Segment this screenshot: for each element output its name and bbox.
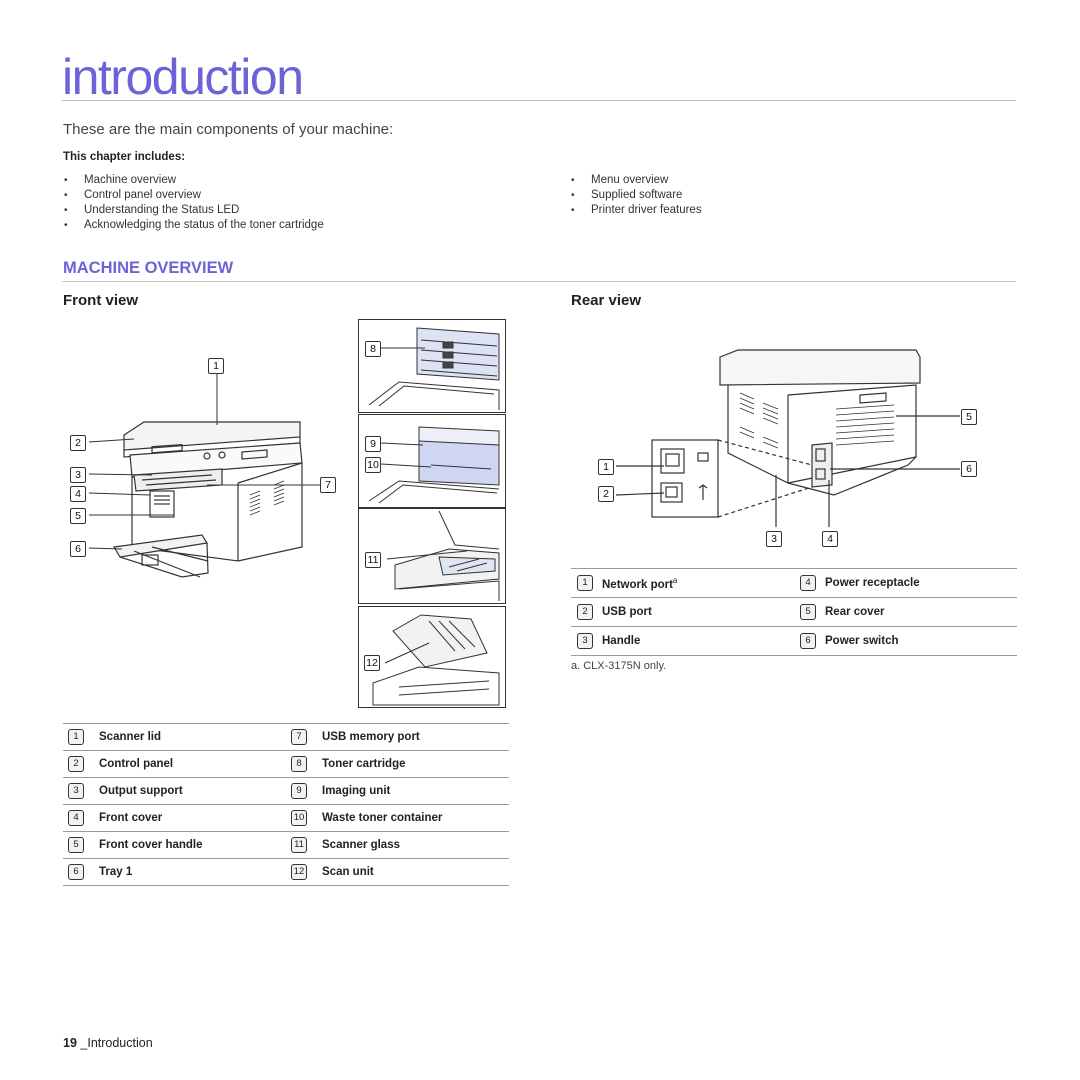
table-row: 3 Output support 9 Imaging unit — [63, 777, 509, 805]
table-row: 1 Network porta 4 Power receptacle — [571, 568, 1017, 598]
section-divider — [62, 281, 1016, 282]
part-number: 3 — [577, 633, 593, 649]
toc-list-left: Machine overview Control panel overview … — [63, 173, 324, 233]
section-title: MACHINE OVERVIEW — [63, 259, 234, 277]
toner-cartridge-illustration — [368, 327, 500, 410]
part-number: 1 — [577, 575, 593, 591]
part-number: 6 — [68, 864, 84, 880]
toc-item[interactable]: Understanding the Status LED — [63, 203, 324, 218]
rear-view-illustration — [615, 349, 960, 527]
footnote-marker: a — [672, 575, 678, 585]
front-view-heading: Front view — [63, 292, 139, 309]
callout-badge: 2 — [598, 486, 614, 502]
part-label: Scanner lid — [99, 723, 286, 751]
callout-badge: 12 — [364, 655, 380, 671]
part-number: 5 — [800, 604, 816, 620]
part-label: Power receptacle — [825, 577, 920, 589]
scanner-glass-panel: 11 — [358, 508, 506, 604]
part-label: USB port — [602, 606, 652, 618]
toc-item[interactable]: Menu overview — [570, 173, 702, 188]
table-row: 2 Control panel 8 Toner cartridge — [63, 750, 509, 778]
part-label: Toner cartridge — [322, 750, 509, 778]
scan-unit-illustration — [372, 614, 500, 706]
part-label: Control panel — [99, 750, 286, 778]
table-row: 4 Front cover 10 Waste toner container — [63, 804, 509, 832]
part-number: 12 — [291, 864, 307, 880]
part-number: 3 — [68, 783, 84, 799]
page-title: introduction — [62, 49, 304, 105]
part-number: 9 — [291, 783, 307, 799]
toc-item[interactable]: Supplied software — [570, 188, 702, 203]
callout-badge: 1 — [208, 358, 224, 374]
part-label: Network port — [602, 578, 673, 591]
scan-unit-panel: 12 — [358, 606, 506, 708]
part-number: 8 — [291, 756, 307, 772]
part-number: 7 — [291, 729, 307, 745]
rear-view-heading: Rear view — [571, 292, 642, 309]
part-label: Scanner glass — [322, 831, 509, 859]
part-number: 4 — [68, 810, 84, 826]
toc-item[interactable]: Printer driver features — [570, 203, 702, 218]
callout-badge: 2 — [70, 435, 86, 451]
callout-badge: 7 — [320, 477, 336, 493]
part-label: Imaging unit — [322, 777, 509, 805]
part-label: Rear cover — [825, 606, 885, 618]
part-number: 2 — [68, 756, 84, 772]
footer-section: _Introduction — [80, 1036, 153, 1050]
chapter-includes-label: This chapter includes: — [63, 151, 186, 163]
scanner-glass-illustration — [386, 510, 500, 601]
part-number: 5 — [68, 837, 84, 853]
part-number: 6 — [800, 633, 816, 649]
toc-item[interactable]: Acknowledging the status of the toner ca… — [63, 218, 324, 233]
front-parts-table: 1 Scanner lid 7 USB memory port 2 Contro… — [63, 723, 509, 886]
imaging-unit-illustration — [368, 426, 500, 504]
table-row: 1 Scanner lid 7 USB memory port — [63, 723, 509, 751]
part-label: Output support — [99, 777, 286, 805]
callout-badge: 10 — [365, 457, 381, 473]
table-row: 5 Front cover handle 11 Scanner glass — [63, 831, 509, 859]
rear-parts-table: 1 Network porta 4 Power receptacle 2 USB… — [571, 568, 1017, 656]
table-row: 3 Handle 6 Power switch — [571, 626, 1017, 656]
footnote: a. CLX-3175N only. — [571, 660, 667, 672]
table-row: 6 Tray 1 12 Scan unit — [63, 858, 509, 886]
callout-badge: 8 — [365, 341, 381, 357]
part-label: USB memory port — [322, 723, 509, 751]
page-footer: 19 _Introduction — [63, 1036, 153, 1050]
toc-item[interactable]: Control panel overview — [63, 188, 324, 203]
callout-badge: 4 — [70, 486, 86, 502]
part-number: 2 — [577, 604, 593, 620]
front-view-illustration — [88, 369, 320, 578]
part-number: 1 — [68, 729, 84, 745]
part-label: Front cover — [99, 804, 286, 832]
part-label: Tray 1 — [99, 858, 286, 886]
toner-cartridge-panel: 8 — [358, 319, 506, 413]
callout-badge: 11 — [365, 552, 381, 568]
toc-item[interactable]: Machine overview — [63, 173, 324, 188]
callout-badge: 9 — [365, 436, 381, 452]
callout-badge: 4 — [822, 531, 838, 547]
callout-badge: 3 — [70, 467, 86, 483]
part-number: 10 — [291, 810, 307, 826]
part-number: 4 — [800, 575, 816, 591]
page-subtitle: These are the main components of your ma… — [63, 121, 394, 138]
callout-badge: 6 — [961, 461, 977, 477]
callout-badge: 6 — [70, 541, 86, 557]
page-number: 19 — [63, 1036, 77, 1050]
part-label: Scan unit — [322, 858, 509, 886]
imaging-unit-panel: 9 10 — [358, 414, 506, 508]
title-divider — [62, 100, 1016, 101]
part-label: Front cover handle — [99, 831, 286, 859]
part-number: 11 — [291, 837, 307, 853]
part-label: Power switch — [825, 635, 899, 647]
callout-badge: 5 — [961, 409, 977, 425]
part-label: Waste toner container — [322, 804, 509, 832]
toc-list-right: Menu overview Supplied software Printer … — [570, 173, 702, 218]
callout-badge: 5 — [70, 508, 86, 524]
callout-badge: 3 — [766, 531, 782, 547]
table-row: 2 USB port 5 Rear cover — [571, 597, 1017, 627]
part-label: Handle — [602, 635, 641, 647]
callout-badge: 1 — [598, 459, 614, 475]
